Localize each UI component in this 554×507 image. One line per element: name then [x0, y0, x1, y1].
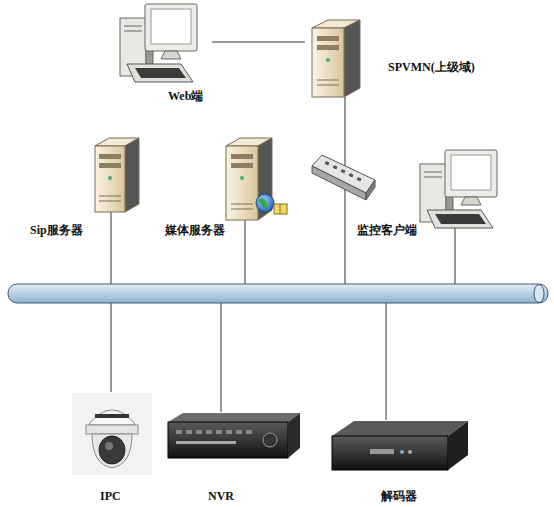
device-label: IPC [100, 489, 121, 503]
globe-symbol [256, 194, 287, 214]
device-label: SPVMN(上级域) [388, 60, 475, 74]
device-node: NVR [163, 410, 303, 505]
device-node: 监控客户端 [355, 148, 500, 240]
device-label: NVR [208, 489, 234, 503]
camera-icon [72, 393, 152, 475]
server-icon [312, 20, 360, 97]
computer-icon [120, 4, 197, 82]
decoder-icon [332, 421, 468, 470]
device-node: IPC [70, 390, 155, 505]
server-icon [226, 138, 272, 220]
nvr-icon [168, 413, 300, 458]
device-node: 媒体服务器 [163, 138, 288, 240]
switch-icon [312, 155, 375, 200]
bus-wires [111, 97, 455, 420]
device-label: 解码器 [381, 489, 417, 503]
device-label: 监控客户端 [357, 223, 417, 237]
network-bus [8, 284, 548, 303]
device-node: 解码器 [328, 415, 473, 505]
device-label: 媒体服务器 [165, 223, 225, 237]
server-icon [95, 138, 139, 212]
network-link [212, 42, 305, 43]
computer-icon [420, 150, 497, 228]
device-label: Web端 [168, 89, 203, 103]
device-node: SPVMN(上级域) [305, 15, 495, 100]
device-node: Web端 [112, 2, 212, 104]
device-node: Sip服务器 [28, 138, 140, 240]
device-label: Sip服务器 [30, 223, 83, 237]
